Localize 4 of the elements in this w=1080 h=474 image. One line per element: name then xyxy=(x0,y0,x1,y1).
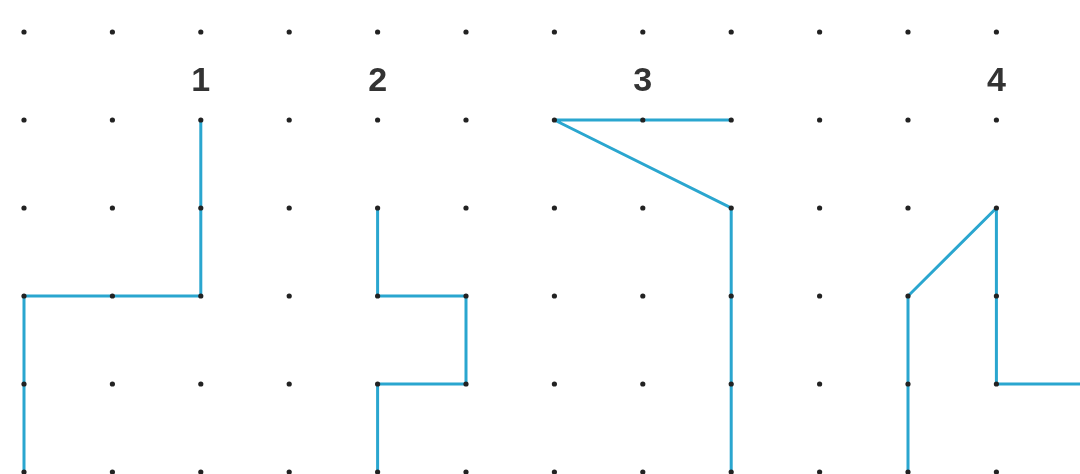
figure-number: 3 xyxy=(633,62,653,96)
figure-number: 1 xyxy=(191,62,211,96)
figure-number: 4 xyxy=(986,62,1006,96)
figure-number: 2 xyxy=(368,62,388,96)
